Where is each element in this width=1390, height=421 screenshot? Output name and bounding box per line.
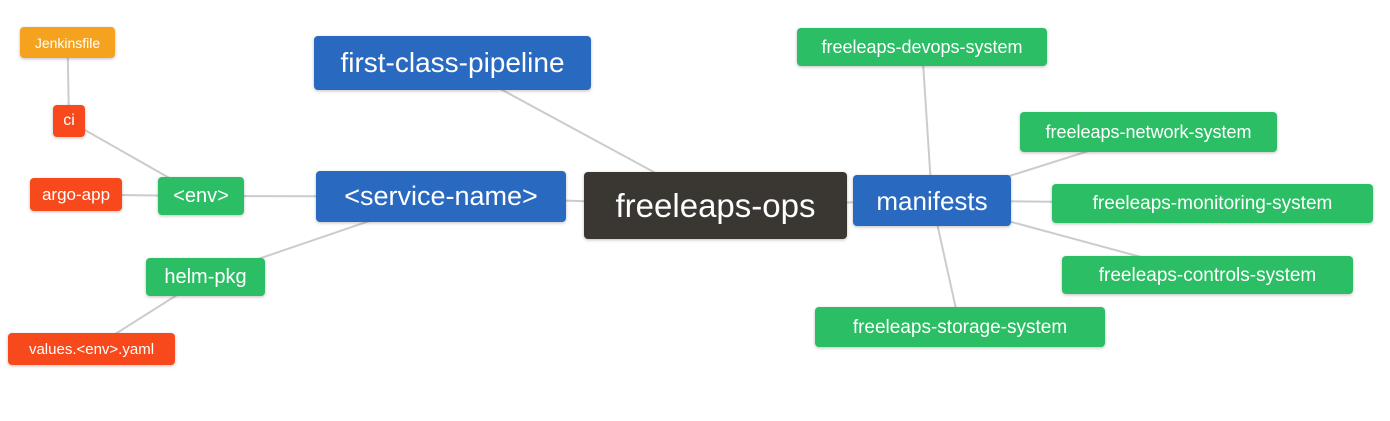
node-env[interactable]: <env> bbox=[158, 177, 244, 215]
node-freeleaps-devops-system[interactable]: freeleaps-devops-system bbox=[797, 28, 1047, 66]
node-values-env-yaml[interactable]: values.<env>.yaml bbox=[8, 333, 175, 365]
node-freeleaps-network-system[interactable]: freeleaps-network-system bbox=[1020, 112, 1277, 152]
node-freeleaps-storage-system[interactable]: freeleaps-storage-system bbox=[815, 307, 1105, 347]
node-ci[interactable]: ci bbox=[53, 105, 85, 137]
node-service-name[interactable]: <service-name> bbox=[316, 171, 566, 222]
node-freeleaps-controls-system[interactable]: freeleaps-controls-system bbox=[1062, 256, 1353, 294]
node-freeleaps-ops[interactable]: freeleaps-ops bbox=[584, 172, 847, 239]
node-helm-pkg[interactable]: helm-pkg bbox=[146, 258, 265, 296]
node-argo-app[interactable]: argo-app bbox=[30, 178, 122, 211]
node-jenkinsfile[interactable]: Jenkinsfile bbox=[20, 27, 115, 58]
edge-manifests-freeleaps-devops-system bbox=[921, 46, 933, 201]
node-freeleaps-monitoring-system[interactable]: freeleaps-monitoring-system bbox=[1052, 184, 1373, 223]
node-first-class-pipeline[interactable]: first-class-pipeline bbox=[314, 36, 591, 90]
node-manifests[interactable]: manifests bbox=[853, 175, 1011, 226]
